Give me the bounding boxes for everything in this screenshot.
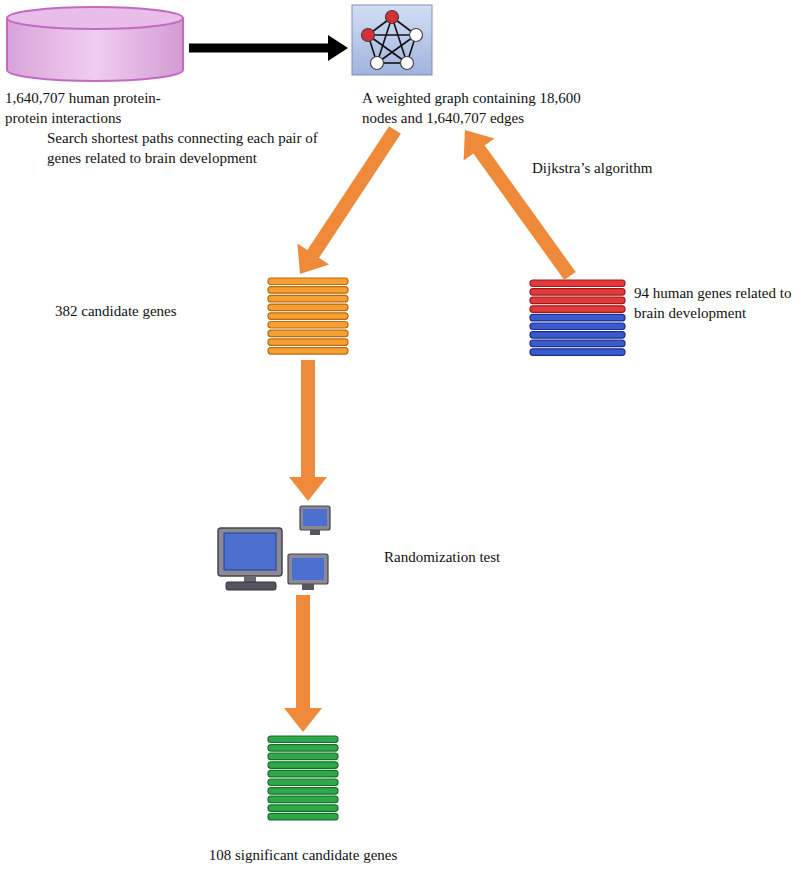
arrow-shaft bbox=[296, 595, 310, 710]
gene-bar bbox=[530, 349, 625, 356]
graph-icon bbox=[352, 5, 432, 75]
database-node: 1,640,707 human protein- protein interac… bbox=[3, 4, 189, 130]
gene-bar bbox=[530, 332, 625, 339]
flow-arrow bbox=[464, 130, 570, 276]
gene-bar bbox=[530, 306, 625, 313]
flow-arrow bbox=[189, 35, 348, 61]
gene-bar bbox=[268, 762, 338, 769]
gene-bar bbox=[530, 323, 625, 330]
gene-bar bbox=[268, 313, 348, 320]
gene-bar bbox=[268, 339, 348, 346]
gene-bar bbox=[268, 753, 338, 760]
node-label: 108 significant candidate genes bbox=[185, 845, 421, 865]
label-block: 382 candidate genes bbox=[55, 301, 245, 321]
gene-bar bbox=[268, 278, 348, 285]
gene-bar bbox=[268, 813, 338, 820]
arrow-shaft bbox=[301, 360, 315, 479]
gene-bar bbox=[530, 340, 625, 347]
label-block: Randomization test bbox=[384, 547, 534, 567]
gene-bar bbox=[268, 796, 338, 803]
arrow-head bbox=[328, 35, 348, 61]
node-label: 1,640,707 human protein- protein interac… bbox=[5, 88, 187, 128]
label-block: 1,640,707 human protein- protein interac… bbox=[5, 88, 187, 128]
significant-genes-node: 108 significant candidate genes bbox=[183, 732, 423, 867]
arrow-shaft bbox=[189, 44, 330, 53]
gene-stack-icon bbox=[268, 278, 348, 354]
gene-bar bbox=[268, 295, 348, 302]
gene-bar bbox=[268, 736, 338, 743]
arrow-head bbox=[284, 708, 322, 732]
computers-icon bbox=[218, 506, 330, 590]
randomization-node: Randomization test bbox=[214, 501, 536, 595]
label-block: A weighted graph containing 18,600 nodes… bbox=[362, 88, 612, 128]
gene-bar bbox=[268, 330, 348, 337]
gene-bar bbox=[530, 314, 625, 321]
candidate-genes-node: 382 candidate genes bbox=[53, 274, 352, 360]
arrow-head bbox=[289, 477, 327, 501]
gene-bar bbox=[530, 289, 625, 296]
gene-bar bbox=[268, 348, 348, 355]
brain-genes-node: 94 human genes related to brain developm… bbox=[526, 276, 798, 360]
node-label: 382 candidate genes bbox=[55, 301, 245, 321]
gene-bar bbox=[530, 297, 625, 304]
gene-bar bbox=[268, 805, 338, 812]
gene-bar bbox=[530, 280, 625, 287]
graph-node: A weighted graph containing 18,600 nodes… bbox=[348, 1, 614, 130]
arrow-head bbox=[464, 130, 495, 161]
arrow-head bbox=[297, 244, 329, 274]
flow-arrow bbox=[284, 595, 322, 732]
node-label: A weighted graph containing 18,600 nodes… bbox=[362, 88, 612, 128]
gene-bar bbox=[268, 770, 338, 777]
node-label: Randomization test bbox=[384, 547, 534, 567]
gene-stack-icon bbox=[530, 280, 625, 355]
edge-label: Dijkstra’s algorithm bbox=[530, 158, 684, 178]
gene-bar bbox=[268, 779, 338, 786]
label-block: 94 human genes related to brain developm… bbox=[634, 283, 796, 323]
gene-bar bbox=[268, 287, 348, 294]
edge-label: Search shortest paths connecting each pa… bbox=[45, 128, 334, 168]
gene-bar bbox=[268, 788, 338, 795]
gene-bar bbox=[268, 745, 338, 752]
gene-stack-icon bbox=[268, 736, 338, 820]
gene-bar bbox=[268, 322, 348, 329]
label-block: 108 significant candidate genes bbox=[185, 845, 421, 865]
flow-arrow bbox=[289, 360, 327, 501]
node-label: 94 human genes related to brain developm… bbox=[634, 283, 796, 323]
gene-bar bbox=[268, 304, 348, 311]
database-icon bbox=[7, 7, 183, 81]
